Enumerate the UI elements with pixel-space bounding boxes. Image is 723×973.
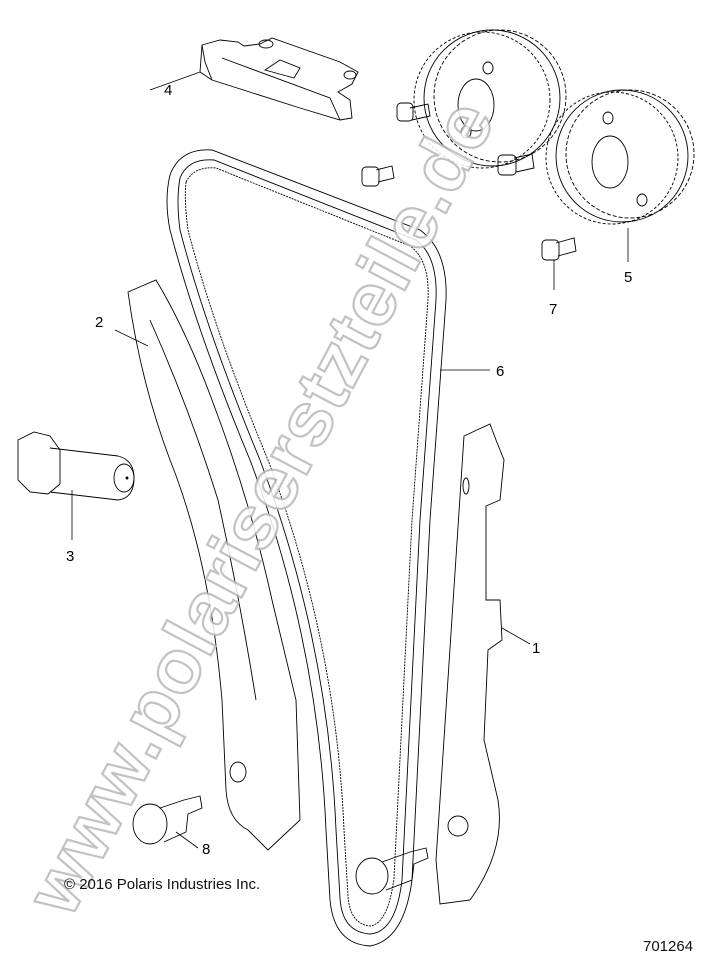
callout-2: 2 (95, 314, 104, 331)
cam-chain-part (166, 149, 490, 947)
chain-guide-upper-part (149, 37, 359, 121)
cam-sprocket-intake-part (413, 29, 567, 169)
callout-5: 5 (624, 269, 633, 286)
figure-number: 701264 (643, 938, 694, 955)
chain-tensioner-blade-part (114, 279, 301, 851)
flange-bolt-upper (396, 102, 431, 122)
cam-sprocket-exhaust-part (545, 89, 695, 262)
copyright-notice: © 2016 Polaris Industries Inc. (64, 876, 261, 893)
callout-7: 7 (549, 301, 558, 318)
callout-4: 4 (164, 82, 173, 99)
callout-3: 3 (66, 548, 75, 565)
callout-6: 6 (496, 363, 505, 380)
pivot-bolt-left (132, 795, 203, 849)
callout-1: 1 (532, 640, 541, 657)
flange-bolt-chain (361, 165, 395, 187)
flange-bolt-7 (541, 237, 577, 290)
chain-guide-fixed-part (435, 423, 531, 905)
chain-tensioner-plunger-part (17, 431, 135, 540)
flange-bolt-sprocket (497, 153, 535, 176)
callout-8: 8 (202, 841, 211, 858)
pivot-bolt-chain (355, 847, 429, 895)
